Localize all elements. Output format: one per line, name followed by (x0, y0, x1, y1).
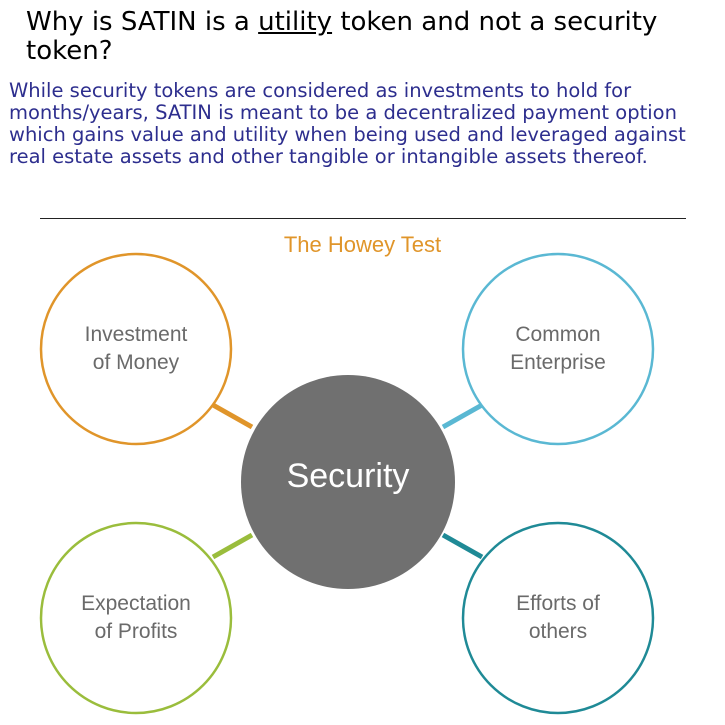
node-common-line1: Common (515, 323, 601, 346)
node-expectation-line1: Expectation (81, 592, 191, 615)
title-emphasis: utility (258, 7, 333, 37)
node-investment-label: Investment of Money (36, 321, 236, 377)
page-title: Why is SATIN is a utility token and not … (26, 8, 716, 66)
node-efforts-circle (461, 521, 655, 715)
diagram-graphic (39, 252, 655, 715)
node-common-circle (461, 252, 655, 446)
node-investment-line1: Investment (84, 323, 188, 346)
connector-expectation (211, 532, 254, 560)
node-common-label: Common Enterprise (458, 321, 658, 377)
divider (40, 218, 686, 219)
description: While security tokens are considered as … (9, 79, 686, 168)
node-investment-line2: of Money (92, 351, 180, 374)
title-start: Why is SATIN is a (26, 7, 259, 37)
center-circle (241, 375, 455, 589)
node-expectation-circle (39, 521, 233, 715)
title-end: token and not a security token? (26, 7, 658, 66)
node-investment-circle (39, 252, 233, 446)
howey-test-diagram: The Howey Test Investment of Money Commo… (0, 225, 725, 725)
connector-efforts (441, 532, 484, 560)
node-common-line2: Enterprise (510, 351, 606, 374)
connector-investment (211, 402, 254, 430)
center-label: Security (286, 457, 410, 495)
node-efforts-line1: Efforts of (516, 592, 600, 615)
node-expectation-label: Expectation of Profits (36, 590, 236, 646)
node-efforts-line2: others (528, 620, 588, 643)
diagram-heading: The Howey Test (283, 232, 442, 257)
node-efforts-label: Efforts of others (458, 590, 658, 646)
connector-common (441, 402, 484, 430)
node-expectation-line2: of Profits (94, 620, 178, 643)
